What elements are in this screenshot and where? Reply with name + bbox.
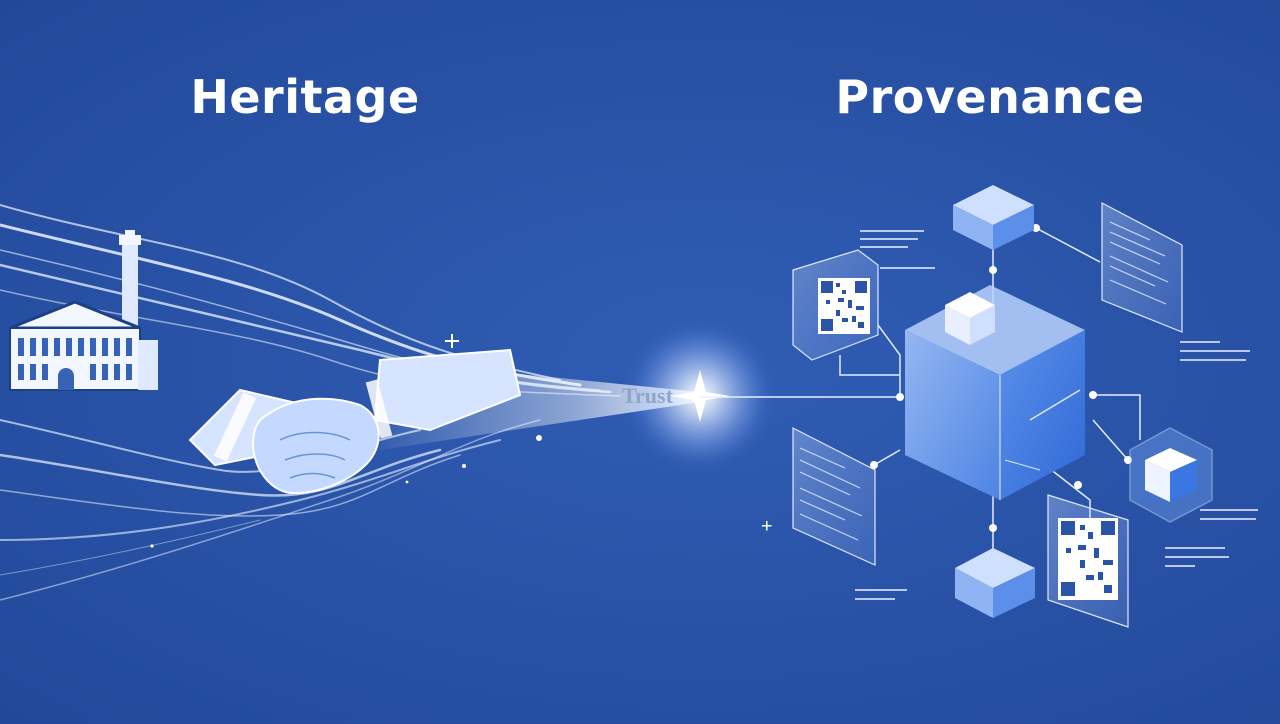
right-node-cube xyxy=(1129,427,1213,523)
bottom-node-cube xyxy=(955,548,1035,618)
handshake-icon xyxy=(188,348,522,495)
blockchain-cube-icon xyxy=(905,285,1085,500)
document-card-icon-secondary xyxy=(792,427,876,566)
qr-code-icon xyxy=(792,249,879,361)
light-streams xyxy=(0,204,621,601)
top-node-cube xyxy=(953,185,1034,250)
sparkles xyxy=(150,334,772,548)
factory-building-icon xyxy=(9,230,158,391)
provenance-heading: Provenance xyxy=(835,70,1145,124)
qr-code-icon-secondary xyxy=(1047,494,1129,628)
decorative-glyphs xyxy=(855,230,1258,600)
document-card-icon xyxy=(1101,202,1183,333)
heritage-heading: Heritage xyxy=(190,70,420,124)
network-connectors xyxy=(839,227,1141,552)
trust-label: Trust xyxy=(622,383,673,408)
